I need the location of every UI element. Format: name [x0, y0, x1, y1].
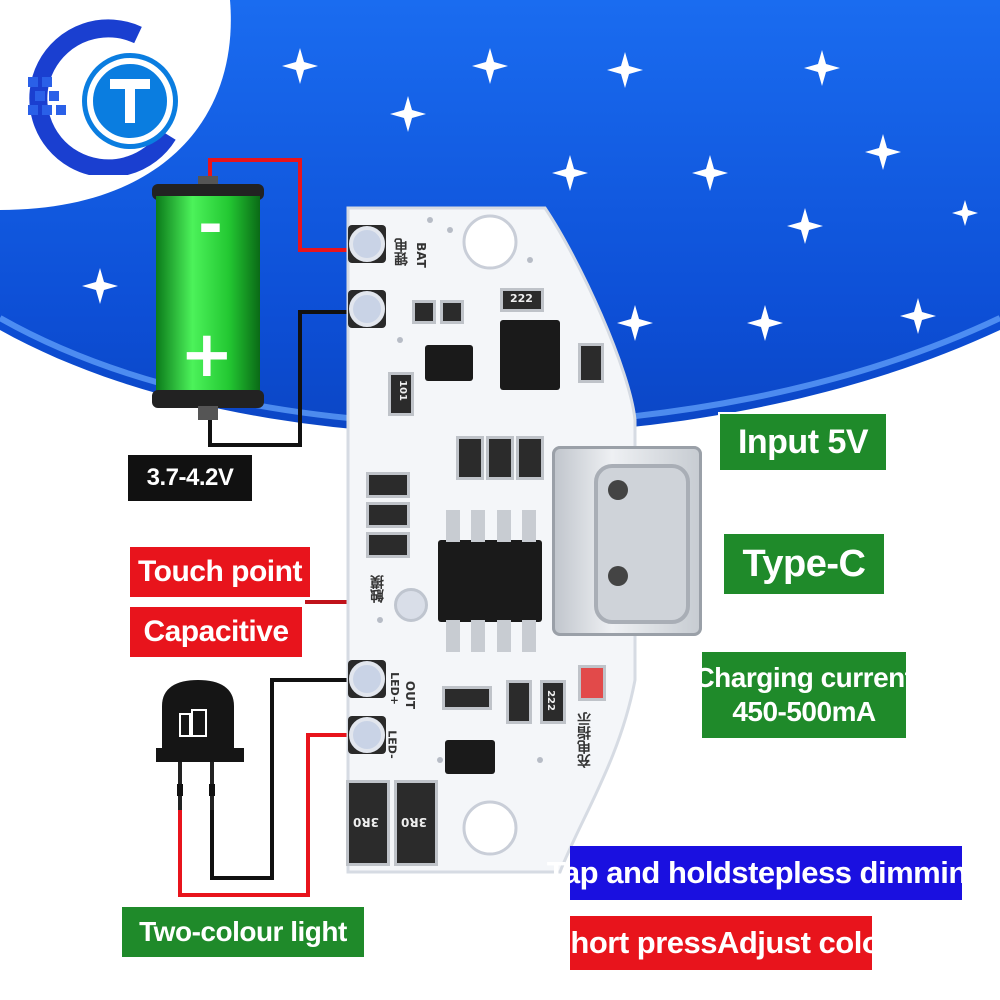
- main-ic-chip: [438, 540, 542, 622]
- cap-5: [486, 436, 514, 480]
- led-pad-plus: [349, 661, 385, 697]
- cap-6: [516, 436, 544, 480]
- resistor-lower-2: [506, 680, 532, 724]
- silk-222-top: 222: [510, 292, 533, 305]
- charging-current-line2: 450-500mA: [732, 696, 876, 727]
- resistor-101: [388, 372, 414, 416]
- bat-pad-negative: [349, 291, 385, 327]
- silk-touch: 触摸: [370, 575, 386, 603]
- resistor-222-lower: [540, 680, 566, 724]
- resistor-lower-1: [442, 686, 492, 710]
- silk-out: OUT: [403, 680, 418, 710]
- charge-led: [578, 665, 606, 701]
- charging-current-line1: Charging current: [694, 662, 914, 694]
- cap-9: [366, 532, 410, 558]
- battery-plus-label: +: [180, 318, 234, 392]
- cap-4: [456, 436, 484, 480]
- silk-3r0-1: 3R0: [353, 815, 379, 829]
- silk-222-lower: 222: [544, 690, 556, 711]
- bat-pad-positive: [349, 226, 385, 262]
- silk-led-minus: LED-: [385, 730, 399, 759]
- touch-point-label: Touch point: [130, 547, 310, 597]
- short-press-label: Short pressAdjust color: [550, 916, 892, 970]
- resistor-222-top: [500, 288, 544, 312]
- two-colour-light-label: Two-colour light: [120, 905, 366, 959]
- silk-led-plus: LED+: [387, 672, 401, 705]
- battery-icon: [152, 176, 264, 420]
- usb-c-hole-1: [608, 480, 628, 500]
- type-c-label: Type-C: [722, 532, 886, 596]
- charging-current-label: Charging current 450-500mA: [694, 650, 914, 740]
- input-label: Input 5V: [718, 412, 888, 472]
- silk-101: 101: [396, 380, 408, 401]
- ic-pins-bottom: [446, 620, 536, 652]
- led-pad-minus: [349, 717, 385, 753]
- silk-charge-indicator: 充电指示: [577, 712, 593, 768]
- cap-3: [578, 343, 604, 383]
- tap-hold-label: Tap and holdstepless dimming: [547, 846, 986, 900]
- resistor-3r0-2: [394, 780, 438, 866]
- voltage-label: 3.7-4.2V: [128, 455, 252, 501]
- silk-li-battery: 锂电: [394, 238, 410, 266]
- battery-minus-label: -: [198, 190, 223, 260]
- touch-pad: [394, 588, 428, 622]
- brand-logo-icon: [28, 19, 178, 175]
- usb-c-hole-2: [608, 566, 628, 586]
- sot-chip-1: [425, 345, 473, 381]
- sot-chip-2: [500, 320, 560, 390]
- sot-chip-3: [445, 740, 495, 774]
- resistor-3r0-1: [346, 780, 390, 866]
- cap-7: [366, 472, 410, 498]
- silk-3r0-2: 3R0: [401, 815, 427, 829]
- cap-2: [440, 300, 464, 324]
- led-icon: [156, 680, 244, 810]
- cap-8: [366, 502, 410, 528]
- silk-bat: BAT: [413, 242, 428, 268]
- cap-1: [412, 300, 436, 324]
- capacitive-label: Capacitive: [130, 607, 302, 657]
- ic-pins-top: [446, 510, 536, 542]
